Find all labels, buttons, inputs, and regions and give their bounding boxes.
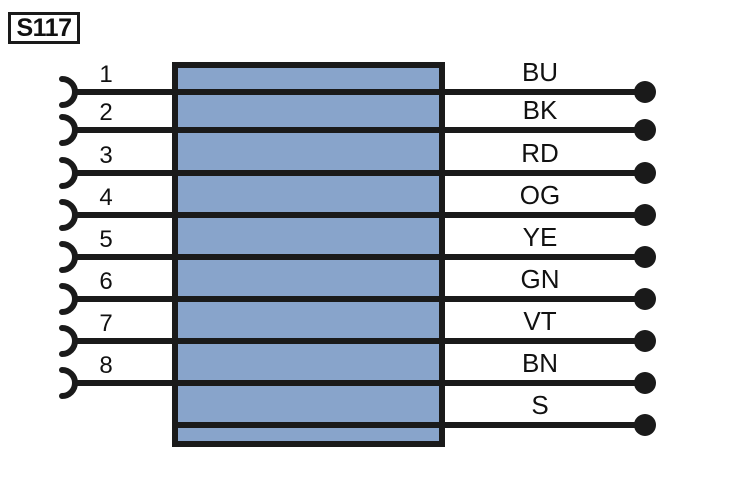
- terminal-dot-icon: [634, 246, 656, 268]
- terminal-dot-icon: [634, 119, 656, 141]
- terminal-dot-icon: [634, 204, 656, 226]
- socket-arc-icon: [59, 241, 78, 273]
- terminal-dot-icon: [634, 330, 656, 352]
- socket-arc-icon: [59, 199, 78, 231]
- terminal-dot-icon: [634, 414, 656, 436]
- pin-number-label: 8: [99, 352, 112, 379]
- conductor-row: 6 GN: [59, 264, 656, 315]
- wire-color-code-label: OG: [520, 180, 560, 210]
- wire-color-code-label: RD: [521, 138, 559, 168]
- socket-arc-icon: [59, 325, 78, 357]
- pin-number-label: 2: [99, 99, 112, 126]
- conductor-row: 1 BU: [59, 57, 656, 108]
- wire-color-code-label: BN: [522, 348, 558, 378]
- conductor-rows-layer: 1 BU 2 BK 3 RD 4 OG 5 YE 6 GN 7 VT 8 BN S: [59, 57, 656, 436]
- conductor-row: 2 BK: [59, 95, 656, 146]
- wire-color-code-label: BK: [523, 95, 558, 125]
- pin-number-label: 6: [99, 268, 112, 295]
- wire-color-code-label: VT: [523, 306, 556, 336]
- pin-number-label: 7: [99, 310, 112, 337]
- component-label-box: S117: [8, 12, 80, 44]
- socket-arc-icon: [59, 157, 78, 189]
- conductor-row: 7 VT: [59, 306, 656, 357]
- wire-color-code-label: S: [531, 390, 548, 420]
- pin-number-label: 3: [99, 142, 112, 169]
- pin-number-label: 5: [99, 226, 112, 253]
- pin-number-label: 1: [99, 61, 112, 88]
- conductor-row: 8 BN: [59, 348, 656, 399]
- wire-color-code-label: YE: [523, 222, 558, 252]
- wire-color-code-label: BU: [522, 57, 558, 87]
- wire-color-code-label: GN: [521, 264, 560, 294]
- socket-arc-icon: [59, 114, 78, 146]
- conductor-row: 3 RD: [59, 138, 656, 189]
- socket-arc-icon: [59, 367, 78, 399]
- conductor-row: S: [175, 390, 656, 436]
- socket-arc-icon: [59, 76, 78, 108]
- conductor-row: 5 YE: [59, 222, 656, 273]
- terminal-dot-icon: [634, 81, 656, 103]
- pin-number-label: 4: [99, 184, 112, 211]
- conductor-row: 4 OG: [59, 180, 656, 231]
- terminal-dot-icon: [634, 162, 656, 184]
- terminal-dot-icon: [634, 288, 656, 310]
- component-label-text: S117: [16, 13, 72, 42]
- terminal-dot-icon: [634, 372, 656, 394]
- socket-arc-icon: [59, 283, 78, 315]
